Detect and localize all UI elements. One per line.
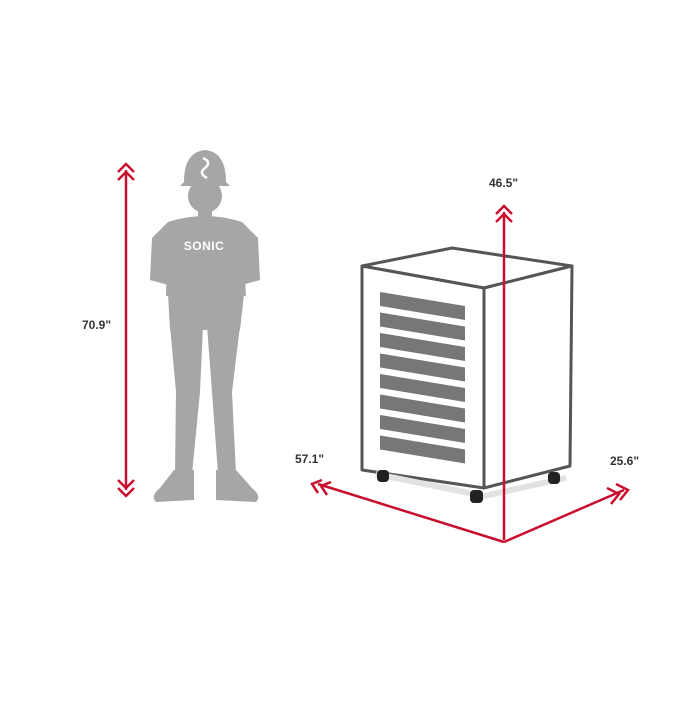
up-arrow-icon [495, 204, 513, 223]
head [188, 179, 222, 213]
left-arrow-icon [310, 478, 332, 496]
drawer-front [380, 415, 465, 443]
height-dimension [117, 162, 135, 498]
person-silhouette [150, 150, 260, 502]
floor-dimensions [310, 478, 630, 544]
drawer-front [380, 312, 465, 341]
cabinet-depth-label: 25.6" [610, 454, 640, 468]
drawer-front [380, 435, 465, 464]
drawer-front [380, 374, 465, 402]
up-arrow-icon [117, 162, 135, 181]
wheel-back-right [548, 472, 560, 484]
drawer-front [380, 292, 465, 320]
drawer-front [380, 333, 465, 361]
right-arrow-icon [606, 482, 630, 505]
drawer-front [380, 353, 465, 382]
cabinet-height-dimension [495, 204, 513, 540]
down-arrow-icon [117, 479, 135, 498]
cabinet-width-label: 57.1" [295, 452, 325, 466]
cabinet-height-label: 46.5" [489, 176, 519, 190]
hat-logo-icon [200, 156, 210, 180]
drawer-front [380, 394, 465, 423]
cabinet-side [482, 264, 574, 490]
tool-cabinet [360, 246, 574, 503]
wheel-front-right [470, 490, 483, 503]
shirt-logo: SONIC [183, 239, 225, 253]
person-height-label: 70.9" [82, 318, 112, 332]
drawer-group [380, 292, 465, 464]
wheel-front-left [377, 470, 389, 482]
